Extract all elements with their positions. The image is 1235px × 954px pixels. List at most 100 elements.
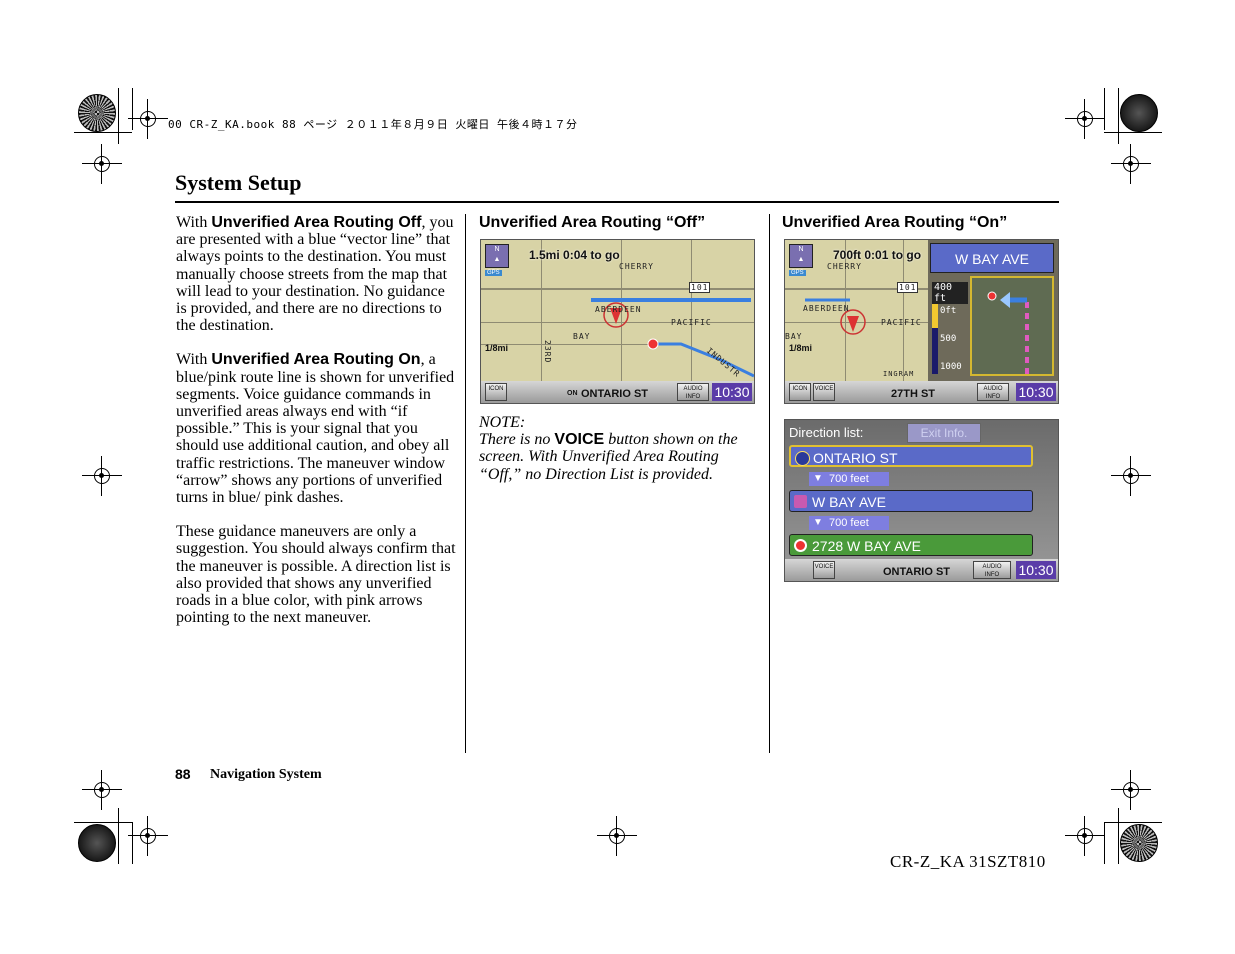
crosshair-mark [1111, 144, 1151, 184]
map-label-bay: BAY [573, 332, 591, 341]
gps-badge: GPS [789, 270, 806, 276]
clock: 10:30 [1016, 383, 1056, 401]
note-text: There is no VOICE button shown on the sc… [479, 431, 738, 483]
highway-shield-101: 101 [689, 282, 711, 293]
page-number: 88 [175, 766, 191, 782]
map-label-cherry: CHERRY [619, 262, 654, 271]
paragraph-suggestion: These guidance maneuvers are only a sugg… [176, 523, 456, 627]
compass-heading-button[interactable]: N▲ [789, 244, 813, 268]
registration-burst-top-left [78, 94, 116, 132]
note-label: NOTE: [479, 414, 526, 431]
destination-flag-icon [794, 539, 807, 552]
map-label-ingram: INGRAM [883, 370, 915, 378]
direction-row-w-bay[interactable]: W BAY AVE [789, 490, 1033, 512]
column-divider [769, 214, 770, 753]
current-street: 27TH ST [891, 388, 936, 400]
title-rule [175, 201, 1059, 203]
crosshair-mark [1111, 770, 1151, 810]
crop-line [74, 132, 132, 133]
voice-button[interactable]: VOICE [813, 561, 835, 579]
crop-line [1104, 88, 1105, 130]
icon-button[interactable]: ICON [789, 383, 811, 401]
crosshair-mark [1065, 816, 1105, 856]
map-label-23rd: 23RD [543, 340, 552, 364]
map-label-aberdeen: ABERDEEN [595, 305, 642, 314]
term-routing-on: Unverified Area Routing On [211, 351, 421, 369]
maneuver-arrow-panel [970, 276, 1054, 376]
icon-button-label: ICON [488, 386, 504, 392]
map-label-bay: BAY [785, 332, 803, 341]
print-header-stamp: 00 CR-Z_KA.book 88 ページ ２０１１年８月９日 火曜日 午後４… [168, 118, 578, 131]
maneuver-arrow-icon [987, 291, 1029, 374]
paragraph-routing-on: With Unverified Area Routing On, a blue/… [176, 351, 455, 507]
distance-time-readout: 700ft 0:01 to go [833, 248, 922, 262]
crop-line [1104, 822, 1105, 864]
nav-screen-routing-on: CHERRY ABERDEEN PACIFIC BAY INGRAM 101 N… [784, 239, 1059, 404]
registration-burst-bottom-right [1120, 824, 1158, 862]
map-label-pacific: PACIFIC [671, 318, 712, 327]
map-label-aberdeen: ABERDEEN [803, 304, 850, 313]
crosshair-mark [82, 770, 122, 810]
direction-distance: 700 feet [809, 516, 889, 530]
crop-line [1104, 822, 1162, 823]
distance-mark-1000: 1000 [940, 362, 962, 372]
direction-row-destination[interactable]: 2728 W BAY AVE [789, 534, 1033, 556]
distance-mark-0ft: 0ft [940, 306, 957, 316]
voice-term: VOICE [554, 431, 605, 449]
current-street: ONTARIO ST [581, 388, 649, 400]
registration-burst-top-right [1120, 94, 1158, 132]
down-arrow-icon: ▼ [813, 473, 823, 484]
exit-info-button[interactable]: Exit Info. [907, 423, 981, 443]
down-arrow-icon: ▼ [813, 517, 823, 528]
document-code: CR-Z_KA 31SZT810 [890, 852, 1046, 871]
distance-time-readout: 1.5mi 0:04 to go [529, 248, 620, 262]
caption-routing-off: Unverified Area Routing “Off” [479, 214, 706, 231]
icon-button[interactable]: ICON [485, 383, 507, 401]
distance-progress-fill [932, 304, 938, 328]
distance-mark-400ft: 400 ft [932, 282, 968, 304]
caption-routing-on: Unverified Area Routing “On” [782, 214, 1008, 231]
crosshair-mark [82, 456, 122, 496]
column-divider [465, 214, 466, 753]
maneuver-street-banner: W BAY AVE [930, 243, 1054, 273]
crosshair-mark [82, 144, 122, 184]
map-label-cherry: CHERRY [827, 262, 862, 271]
footer-section: Navigation System [210, 767, 322, 782]
crop-line [1118, 808, 1119, 864]
maneuver-window: W BAY AVE 400 ft 0ft 500 1000 [928, 240, 1058, 381]
crosshair-mark [128, 816, 168, 856]
crop-line [1104, 132, 1162, 133]
voice-button[interactable]: VOICE [813, 383, 835, 401]
clock: 10:30 [712, 383, 752, 401]
crop-line [118, 88, 119, 144]
crop-line [74, 822, 132, 823]
map-scale[interactable]: 1/8mi [789, 343, 813, 353]
turn-arrow-icon [794, 495, 807, 508]
distance-mark-500: 500 [940, 334, 957, 344]
map-scale[interactable]: 1/8mi [485, 343, 509, 353]
direction-list-title: Direction list: [789, 425, 864, 440]
direction-row-ontario[interactable]: ONTARIO ST [789, 445, 1033, 467]
paragraph-routing-off: With Unverified Area Routing Off, you ar… [176, 214, 454, 335]
gps-badge: GPS [485, 270, 502, 276]
map-area: CHERRY ABERDEEN PACIFIC BAY 23RD INDUSTR… [481, 240, 754, 381]
term-routing-off: Unverified Area Routing Off [211, 214, 422, 231]
map-label-pacific: PACIFIC [881, 318, 922, 327]
section-title: System Setup [175, 170, 302, 195]
direction-list-screen: Direction list: Exit Info. ONTARIO ST 70… [784, 419, 1059, 582]
crop-line [132, 88, 133, 130]
crosshair-mark [1111, 456, 1151, 496]
compass-heading-button[interactable]: N▲ [485, 244, 509, 268]
current-street: ONTARIO ST [883, 566, 951, 578]
on-label: ON [567, 390, 578, 397]
route-vector-line [591, 298, 754, 378]
note-block: NOTE: There is no VOICE button shown on … [479, 414, 759, 483]
crop-line [118, 808, 119, 864]
current-location-icon [795, 451, 810, 466]
crosshair-mark [1065, 99, 1105, 139]
